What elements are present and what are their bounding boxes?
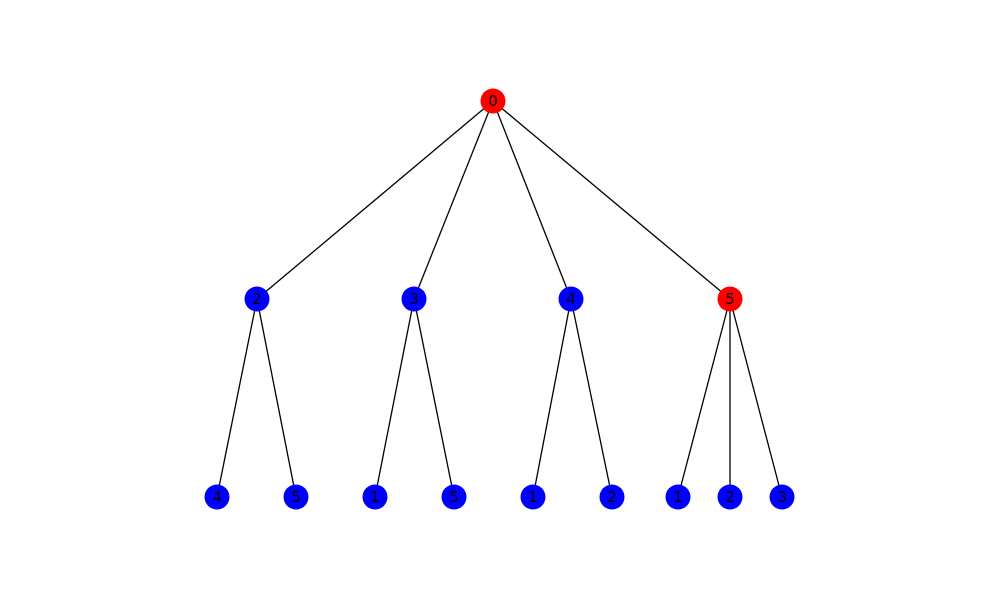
edge-root-to-child-2 [492,100,572,300]
leaf-node-2-1: 2 [599,484,625,510]
edge-child-3-to-leaf-0 [677,298,731,498]
leaf-node-3-0-label: 1 [673,488,683,506]
leaf-node-2-1-label: 2 [607,488,617,506]
level1-node-1-label: 3 [409,290,419,308]
edge-child-0-to-leaf-0 [216,298,258,498]
leaf-node-3-0-circle [665,484,691,510]
tree-edges [216,100,783,498]
leaf-node-1-1-circle [441,484,467,510]
level1-node-1: 3 [401,286,427,312]
leaf-node-0-1-circle [283,484,309,510]
edge-child-3-to-leaf-2 [729,298,783,498]
leaf-node-1-0-circle [362,484,388,510]
leaf-node-0-0: 4 [204,484,230,510]
leaf-node-1-1-label: 5 [449,488,459,506]
leaf-node-1-0-label: 1 [370,488,380,506]
leaf-node-0-1: 5 [283,484,309,510]
leaf-node-2-0-label: 1 [528,488,538,506]
level1-node-0-circle [244,286,270,312]
leaf-node-2-0: 1 [520,484,546,510]
edge-root-to-child-1 [413,100,494,300]
leaf-node-3-0: 1 [665,484,691,510]
edge-child-0-to-leaf-1 [256,298,297,498]
level1-node-3-circle [717,286,743,312]
edge-child-2-to-leaf-0 [532,298,572,498]
edge-child-2-to-leaf-1 [570,298,613,498]
leaf-node-0-0-circle [204,484,230,510]
level1-node-3: 5 [717,286,743,312]
level1-node-2-circle [558,286,584,312]
root-node-circle [480,88,506,114]
leaf-node-1-1: 5 [441,484,467,510]
level1-node-2-label: 4 [566,290,576,308]
level1-node-3-label: 5 [725,290,735,308]
leaf-node-3-2-label: 3 [777,488,787,506]
leaf-node-3-1-circle [717,484,743,510]
root-node: 0 [480,88,506,114]
edge-root-to-child-0 [256,100,494,300]
leaf-node-2-1-circle [599,484,625,510]
leaf-node-1-0: 1 [362,484,388,510]
leaf-node-0-0-label: 4 [212,488,222,506]
tree-nodes: 0 2 4 5 3 1 5 4 1 2 5 1 2 3 [204,88,795,510]
leaf-node-3-2: 3 [769,484,795,510]
edge-child-1-to-leaf-1 [413,298,455,498]
root-node-label: 0 [488,92,498,110]
leaf-node-3-1-label: 2 [725,488,735,506]
leaf-node-3-1: 2 [717,484,743,510]
edge-child-1-to-leaf-0 [374,298,415,498]
edge-root-to-child-3 [492,100,731,300]
leaf-node-2-0-circle [520,484,546,510]
level1-node-0: 2 [244,286,270,312]
level1-node-0-label: 2 [252,290,262,308]
level1-node-2: 4 [558,286,584,312]
level1-node-1-circle [401,286,427,312]
leaf-node-0-1-label: 5 [291,488,301,506]
leaf-node-3-2-circle [769,484,795,510]
